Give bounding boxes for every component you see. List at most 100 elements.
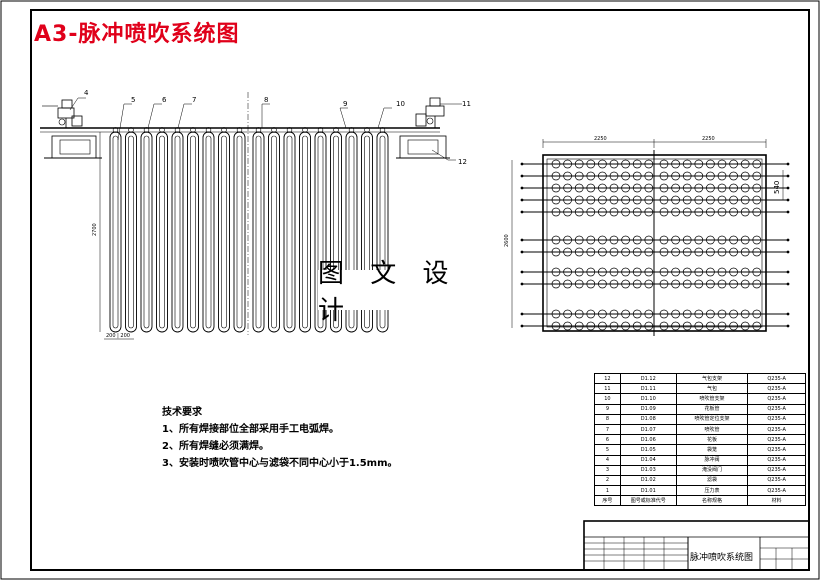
elevation-view: 2700 200 | 200 4 5 6 7 8 9 10 11 12 xyxy=(40,89,471,340)
bag-hole xyxy=(729,279,738,289)
bag-hole xyxy=(740,207,750,217)
bag-hole xyxy=(621,183,630,193)
bag-hole xyxy=(659,279,669,289)
pipe-end xyxy=(520,210,524,214)
bag-hole xyxy=(598,267,607,277)
bag-hole xyxy=(609,207,619,217)
callout-7: 7 xyxy=(192,96,196,104)
nozzle xyxy=(379,127,386,133)
bag-hole xyxy=(740,267,750,277)
bag-hole xyxy=(659,171,669,181)
parts-cell: Q235-A xyxy=(747,464,806,476)
bag-hole xyxy=(659,267,669,277)
parts-cell: 滤袋 xyxy=(675,474,749,487)
bag-hole xyxy=(563,267,572,277)
bag-hole xyxy=(621,195,630,205)
parts-cell: 11 xyxy=(594,383,621,395)
bag-hole xyxy=(717,171,727,181)
parts-cell: D1.10 xyxy=(619,393,677,405)
bag-hole xyxy=(598,279,607,289)
bag-hole xyxy=(659,195,669,205)
bag-hole xyxy=(563,279,572,289)
bag-hole xyxy=(740,321,750,331)
bag-hole xyxy=(598,321,607,331)
bag-hole xyxy=(551,195,561,205)
nozzle-rows xyxy=(520,159,790,331)
plan-height-dim: 2600 xyxy=(504,234,510,247)
bag-hole xyxy=(621,267,630,277)
bag-hole xyxy=(682,309,692,319)
pipe-end xyxy=(786,238,790,242)
parts-cell: 花板管 xyxy=(675,403,749,415)
bag-hole xyxy=(752,309,762,319)
bag-hole xyxy=(694,159,704,169)
parts-cell: Q235-A xyxy=(747,454,806,466)
plan-view: 2250 2250 2600 540 xyxy=(504,136,790,336)
bag-hole xyxy=(574,183,584,193)
parts-cell: 气包支架 xyxy=(675,372,749,385)
parts-cell: Q235-A xyxy=(747,403,806,415)
bag-hole xyxy=(598,247,607,257)
bag-hole xyxy=(621,247,630,257)
bag-hole xyxy=(644,279,654,289)
bag-hole xyxy=(598,207,607,217)
bag-hole xyxy=(621,159,630,169)
bag-hole xyxy=(706,183,715,193)
bag-hole xyxy=(574,321,584,331)
bag-hole xyxy=(632,309,642,319)
bag-hole xyxy=(563,309,572,319)
bag-hole xyxy=(717,309,727,319)
parts-cell: D1.04 xyxy=(619,454,677,466)
bag-hole xyxy=(563,159,572,169)
bag-hole xyxy=(717,159,727,169)
bag-hole xyxy=(752,247,762,257)
bag-hole xyxy=(694,183,704,193)
parts-header-row: 序号图号或标准代号名称规格材料 xyxy=(594,495,806,507)
filter-bag-group xyxy=(109,127,389,333)
bag-hole xyxy=(621,207,630,217)
filter-bag xyxy=(218,131,230,333)
bag-hole xyxy=(694,235,704,245)
bag-hole xyxy=(752,267,762,277)
bag-hole xyxy=(586,207,596,217)
parts-cell: 喷吹管支架 xyxy=(675,393,749,405)
bag-hole xyxy=(621,309,630,319)
tech-heading: 技术要求 xyxy=(162,407,202,418)
bag-hole xyxy=(729,235,738,245)
parts-cell: 6 xyxy=(594,434,621,446)
bag-hole xyxy=(621,279,630,289)
bag-hole xyxy=(632,207,642,217)
parts-cell: D1.01 xyxy=(619,485,677,497)
parts-cell: 2 xyxy=(594,474,621,487)
pipe-end xyxy=(786,198,790,202)
bag-hole xyxy=(729,267,738,277)
bag-hole xyxy=(621,171,630,181)
callout-11: 11 xyxy=(462,100,471,108)
bag-hole xyxy=(586,309,596,319)
nozzle xyxy=(112,127,119,133)
pipe-end xyxy=(520,174,524,178)
technical-requirements: 技术要求 1、所有焊接部位全部采用手工电弧焊。 2、所有焊缝必须满焊。 3、安装… xyxy=(162,404,398,472)
bag-hole xyxy=(609,321,619,331)
bag-hole xyxy=(740,183,750,193)
parts-cell: 7 xyxy=(594,423,621,436)
nozzle xyxy=(317,127,324,133)
bag-hole xyxy=(671,267,680,277)
bag-hole xyxy=(598,235,607,245)
bag-hole xyxy=(621,235,630,245)
bag-hole xyxy=(706,159,715,169)
filter-bag xyxy=(140,131,153,333)
callout-leaders xyxy=(69,97,462,161)
bag-hole xyxy=(694,267,704,277)
bag-hole xyxy=(729,309,738,319)
parts-cell: 袋笼 xyxy=(675,444,749,456)
filter-bag xyxy=(109,131,122,333)
nozzle xyxy=(128,127,134,133)
